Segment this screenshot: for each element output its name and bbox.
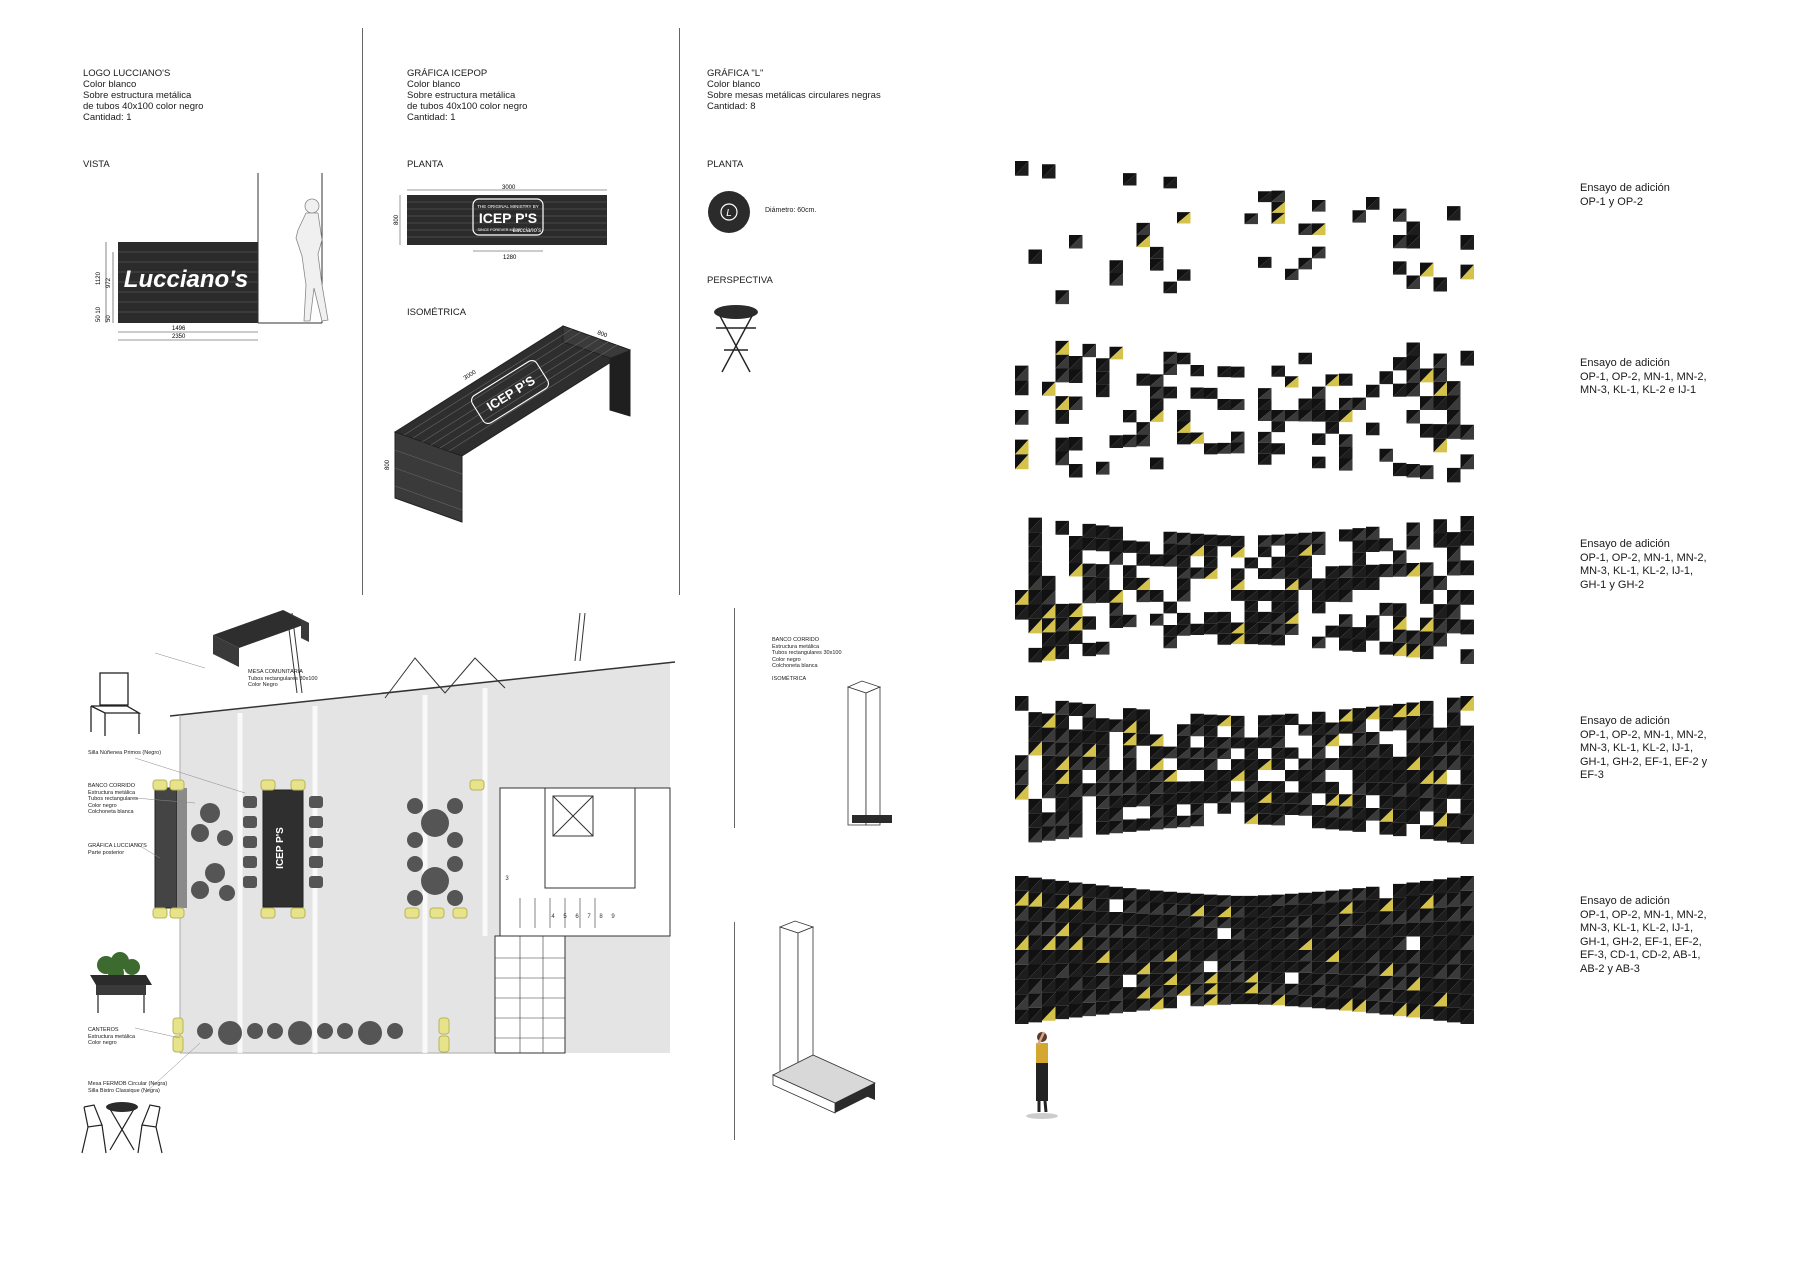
- logo-elevation-drawing: Lucciano's 1120 972 50 10 50 1496 2350: [96, 173, 329, 341]
- label-banco-corrido: BANCO CORRIDO Estructura metálica Tubos …: [88, 783, 138, 815]
- svg-text:800: 800: [596, 330, 608, 339]
- column-divider: [679, 28, 680, 595]
- svg-text:THE ORIGINAL MINISTRY BY: THE ORIGINAL MINISTRY BY: [477, 204, 538, 209]
- svg-text:3: 3: [505, 876, 509, 882]
- spec-line: Color blanco: [707, 79, 761, 90]
- bench-isometric-bottom: [772, 920, 876, 1114]
- svg-text:3000: 3000: [502, 185, 516, 191]
- svg-text:3000: 3000: [463, 369, 478, 382]
- spec-line: Color blanco: [407, 79, 461, 90]
- column-divider: [362, 28, 363, 595]
- svg-text:L: L: [726, 208, 732, 219]
- label-grafica-luccianos: GRÁFICA LUCCIANO'S Parte posterior: [88, 843, 147, 856]
- spec-line: Sobre estructura metálica: [407, 90, 516, 101]
- spec-title: GRÁFICA "L": [707, 68, 764, 79]
- diameter-label: Diámetro: 60cm.: [765, 207, 817, 214]
- svg-text:9: 9: [611, 914, 615, 920]
- icepop-plan-drawing: THE ORIGINAL MINISTRY BY ICEP P'S SINCE …: [394, 185, 607, 261]
- trial-panel-3: [1015, 516, 1474, 664]
- spec-line: Color blanco: [83, 79, 137, 90]
- logo-script: Lucciano's: [124, 266, 248, 293]
- spec-line: Sobre mesas metálicas circulares negras: [707, 90, 881, 101]
- label-isometrica-small: ISOMÉTRICA: [772, 676, 807, 682]
- svg-text:50 10: 50 10: [96, 306, 102, 322]
- svg-text:6: 6: [575, 914, 579, 920]
- spec-title: GRÁFICA ICEPOP: [407, 68, 488, 79]
- spec-line: Cantidad: 1: [83, 112, 132, 123]
- community-table-icon: [213, 610, 309, 667]
- table-l-logo-icon: L: [708, 191, 750, 233]
- view-label-planta-l: PLANTA: [707, 159, 744, 170]
- trial-label-3: Ensayo de adición OP-1, OP-2, MN-1, MN-2…: [1580, 538, 1707, 591]
- view-label-vista: VISTA: [83, 159, 110, 170]
- label-silla: Silla Núñenea Primos (Negro): [88, 750, 162, 756]
- spec-line: de tubos 40x100 color negro: [407, 101, 528, 112]
- svg-text:50: 50: [106, 315, 112, 322]
- icepop-spec: GRÁFICA ICEPOP Color blanco Sobre estruc…: [407, 68, 527, 123]
- spec-title: LOGO LUCCIANO'S: [83, 68, 171, 79]
- column-divider: [734, 922, 735, 1140]
- spec-line: Sobre estructura metálica: [83, 90, 192, 101]
- grafica-l-spec: GRÁFICA "L" Color blanco Sobre mesas met…: [707, 68, 881, 112]
- trial-panel-2: [1015, 340, 1474, 483]
- view-label-isometrica: ISOMÉTRICA: [407, 307, 467, 318]
- spec-line: Cantidad: 1: [407, 112, 456, 123]
- svg-text:1280: 1280: [503, 255, 517, 261]
- spec-line: Cantidad: 8: [707, 101, 756, 112]
- logo-spec: LOGO LUCCIANO'S Color blanco Sobre estru…: [83, 68, 203, 123]
- column-divider: [734, 608, 735, 828]
- label-banco-corrido-right: BANCO CORRIDO Estructura metálica Tubos …: [772, 637, 842, 669]
- svg-text:2350: 2350: [172, 334, 186, 340]
- view-label-perspectiva: PERSPECTIVA: [707, 275, 773, 286]
- addition-trials-panels: [1015, 161, 1474, 1024]
- svg-text:7: 7: [587, 914, 591, 920]
- svg-text:800: 800: [385, 459, 391, 470]
- icepops-logo: ICEP P'S: [479, 210, 537, 226]
- trial-label-4: Ensayo de adición OP-1, OP-2, MN-1, MN-2…: [1580, 715, 1708, 781]
- bench-isometric-top: [846, 680, 892, 826]
- svg-text:972: 972: [106, 277, 112, 288]
- svg-text:Lucciano's: Lucciano's: [513, 228, 541, 234]
- trial-label-2: Ensayo de adición OP-1, OP-2, MN-1, MN-2…: [1580, 357, 1707, 396]
- svg-text:5: 5: [563, 914, 567, 920]
- spec-line: de tubos 40x100 color negro: [83, 101, 204, 112]
- bistro-table-icon: [714, 305, 758, 373]
- floor-plan: ICEP P'S 3 4 5 6: [134, 612, 676, 1094]
- person-figure-icon: [1026, 1031, 1058, 1119]
- svg-text:4: 4: [551, 914, 555, 920]
- chair-icon: [90, 672, 142, 736]
- person-silhouette-icon: [295, 198, 329, 322]
- trial-label-5: Ensayo de adición OP-1, OP-2, MN-1, MN-2…: [1580, 895, 1707, 975]
- svg-text:ICEP P'S: ICEP P'S: [275, 827, 286, 869]
- planter-icon: [90, 952, 152, 1013]
- svg-text:8: 8: [599, 914, 603, 920]
- label-mesa-comunitaria: MESA COMUNITARIA Tubos rectangulares 30x…: [248, 669, 318, 688]
- svg-text:1496: 1496: [172, 326, 186, 332]
- svg-text:800: 800: [394, 214, 400, 225]
- label-canteros: CANTEROS Estructura metálica Color negro: [88, 1027, 136, 1046]
- svg-text:1120: 1120: [96, 271, 102, 285]
- svg-text:SINCE FOREVER MADE: SINCE FOREVER MADE: [477, 228, 521, 232]
- bistro-set-icon: [81, 1102, 163, 1154]
- label-mesa-fermob: Mesa FERMOB Circular (Negra) Silla Bistr…: [88, 1081, 168, 1094]
- trial-panel-4: [1015, 696, 1474, 844]
- view-label-planta: PLANTA: [407, 159, 444, 170]
- icepop-isometric-drawing: ICEP P'S 3000 800 800: [385, 325, 632, 523]
- trial-panel-1: [1015, 161, 1474, 305]
- trial-label-1: Ensayo de adición OP-1 y OP-2: [1580, 182, 1670, 208]
- trial-panel-5: [1015, 876, 1474, 1024]
